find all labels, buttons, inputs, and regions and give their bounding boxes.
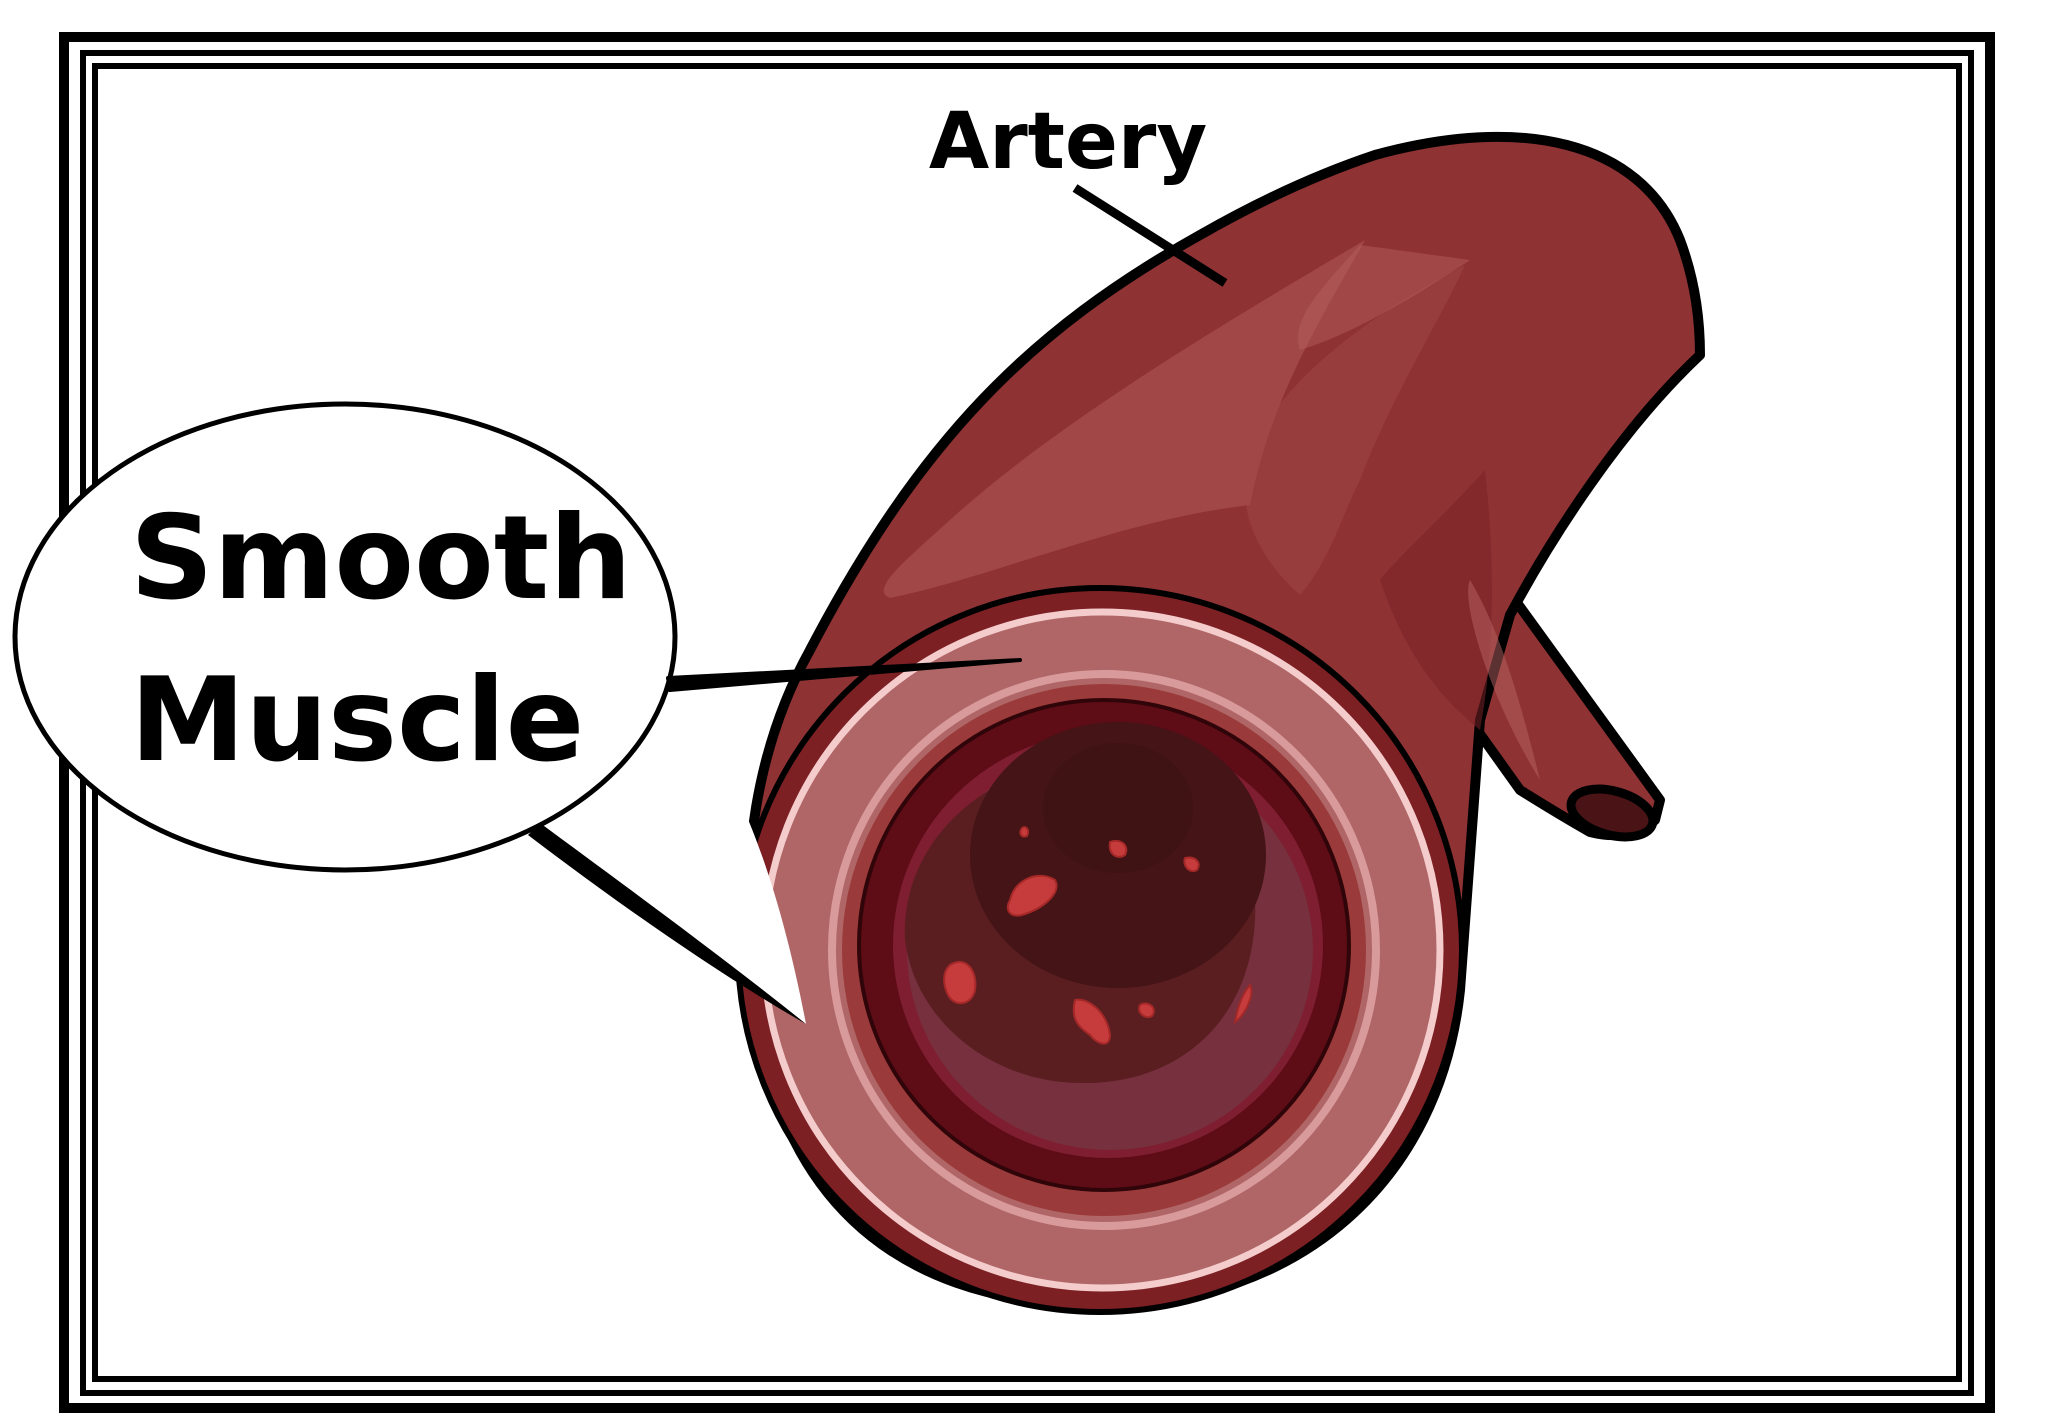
blood-cells	[943, 826, 1253, 1045]
smooth-muscle-label-line1: Smooth	[130, 491, 632, 626]
blood-cell	[1183, 856, 1200, 872]
artery-highlight-top	[1298, 245, 1470, 350]
smooth-muscle-outline	[828, 670, 1380, 1230]
blood-cell	[1108, 839, 1128, 858]
artery-streak	[1468, 580, 1540, 780]
callout-bubble	[12, 401, 678, 873]
callout-pointer-lower	[528, 823, 806, 1024]
artery-label-group: Artery	[929, 97, 1228, 287]
smooth-muscle-label-line2: Muscle	[130, 653, 584, 788]
artery-pointer	[1072, 184, 1228, 287]
artery-label: Artery	[929, 97, 1207, 187]
callout-pointer-upper	[666, 658, 1022, 692]
blood-cell	[943, 960, 977, 1005]
blood-cell	[1006, 874, 1058, 917]
artery-highlight-fold	[1244, 265, 1465, 595]
blood-cell	[1233, 983, 1253, 1025]
artery-branch	[1465, 595, 1665, 842]
artery-shadow-right	[1380, 470, 1492, 730]
artery-highlight-main	[883, 240, 1365, 598]
blood-cell	[1138, 1002, 1155, 1018]
artery-cross-section	[735, 585, 1465, 1315]
lumen-core-top	[1043, 743, 1193, 873]
branch-opening	[1566, 784, 1658, 842]
smooth-muscle-callout: Smooth Muscle	[12, 401, 1022, 1024]
blood-cell	[1019, 826, 1030, 838]
blood-cell	[1072, 998, 1112, 1045]
